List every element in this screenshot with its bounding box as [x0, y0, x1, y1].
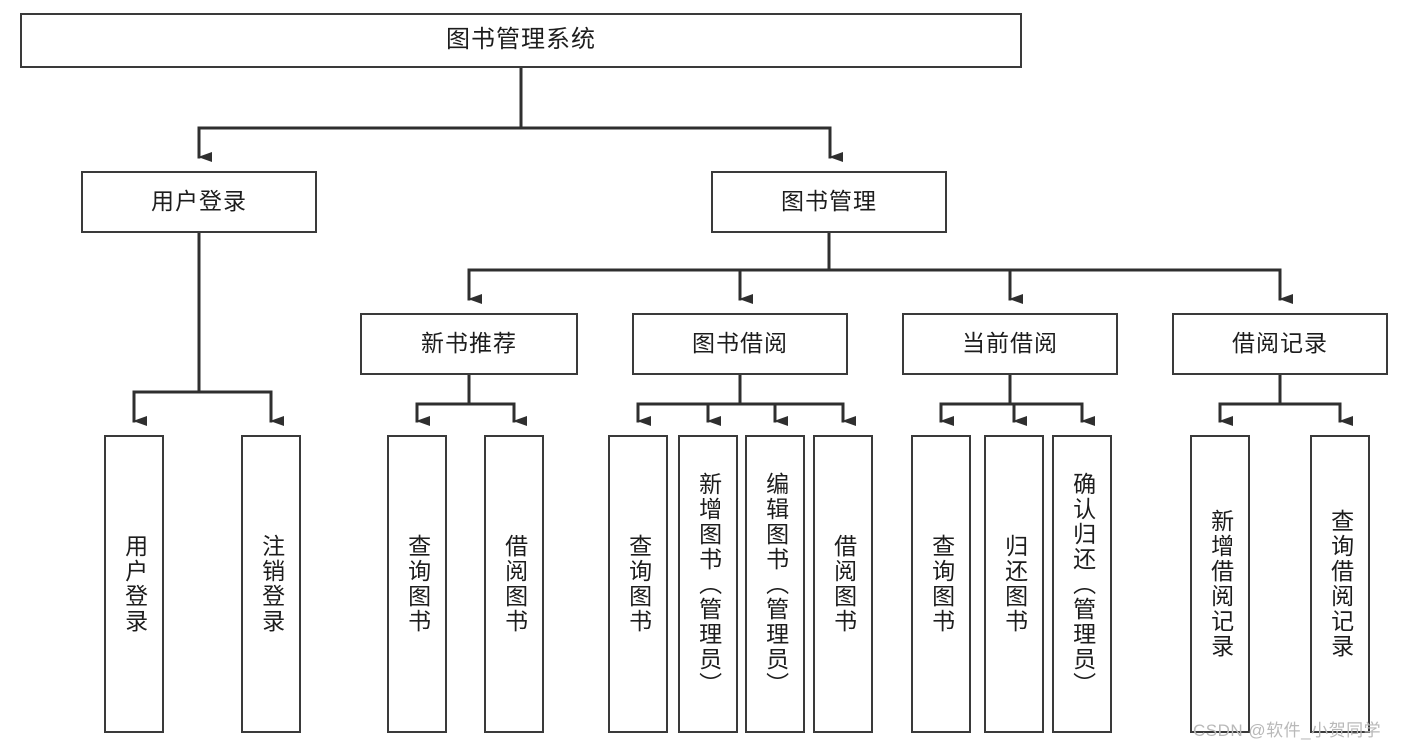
node-book-borrow-label: 图书借阅 — [692, 330, 788, 357]
node-leaf-query-book-1-label: 查询图书 — [404, 534, 431, 634]
node-root[interactable]: 图书管理系统 — [20, 13, 1022, 68]
node-root-label: 图书管理系统 — [446, 26, 596, 54]
node-leaf-query-book-2-label: 查询图书 — [625, 534, 652, 634]
node-leaf-user-login[interactable]: 用户登录 — [104, 435, 164, 733]
node-leaf-borrow-book-2[interactable]: 借阅图书 — [813, 435, 873, 733]
node-leaf-borrow-book-1[interactable]: 借阅图书 — [484, 435, 544, 733]
node-leaf-edit-book[interactable]: 编辑图书（管理员） — [745, 435, 805, 733]
node-leaf-query-book-3-label: 查询图书 — [928, 534, 955, 634]
node-leaf-logout-login-label: 注销登录 — [258, 534, 285, 634]
node-leaf-borrow-book-2-label: 借阅图书 — [830, 534, 857, 634]
node-leaf-add-book[interactable]: 新增图书（管理员） — [678, 435, 738, 733]
node-leaf-confirm-return[interactable]: 确认归还（管理员） — [1052, 435, 1112, 733]
node-user-login[interactable]: 用户登录 — [81, 171, 317, 233]
node-leaf-borrow-book-1-label: 借阅图书 — [501, 534, 528, 634]
watermark-csdn: CSDN @软件_小贺同学 — [1193, 721, 1382, 740]
node-current-borrow-label: 当前借阅 — [962, 330, 1058, 357]
node-leaf-user-login-label: 用户登录 — [121, 534, 148, 634]
node-new-book-recommend-label: 新书推荐 — [421, 330, 517, 357]
node-leaf-logout-login[interactable]: 注销登录 — [241, 435, 301, 733]
node-leaf-return-book-label: 归还图书 — [1001, 534, 1028, 634]
node-leaf-edit-book-label: 编辑图书（管理员） — [762, 471, 789, 697]
node-leaf-query-record[interactable]: 查询借阅记录 — [1310, 435, 1370, 733]
node-leaf-query-record-label: 查询借阅记录 — [1327, 509, 1354, 659]
node-leaf-add-record-label: 新增借阅记录 — [1207, 509, 1234, 659]
node-leaf-query-book-2[interactable]: 查询图书 — [608, 435, 668, 733]
node-borrow-record[interactable]: 借阅记录 — [1172, 313, 1388, 375]
node-book-borrow[interactable]: 图书借阅 — [632, 313, 848, 375]
node-leaf-add-record[interactable]: 新增借阅记录 — [1190, 435, 1250, 733]
node-leaf-confirm-return-label: 确认归还（管理员） — [1069, 471, 1096, 697]
node-borrow-record-label: 借阅记录 — [1232, 330, 1328, 357]
node-new-book-recommend[interactable]: 新书推荐 — [360, 313, 578, 375]
node-leaf-query-book-1[interactable]: 查询图书 — [387, 435, 447, 733]
node-leaf-return-book[interactable]: 归还图书 — [984, 435, 1044, 733]
node-book-manage-label: 图书管理 — [781, 188, 877, 215]
node-user-login-label: 用户登录 — [151, 188, 247, 215]
node-leaf-add-book-label: 新增图书（管理员） — [695, 471, 722, 697]
node-leaf-query-book-3[interactable]: 查询图书 — [911, 435, 971, 733]
node-current-borrow[interactable]: 当前借阅 — [902, 313, 1118, 375]
node-book-manage[interactable]: 图书管理 — [711, 171, 947, 233]
